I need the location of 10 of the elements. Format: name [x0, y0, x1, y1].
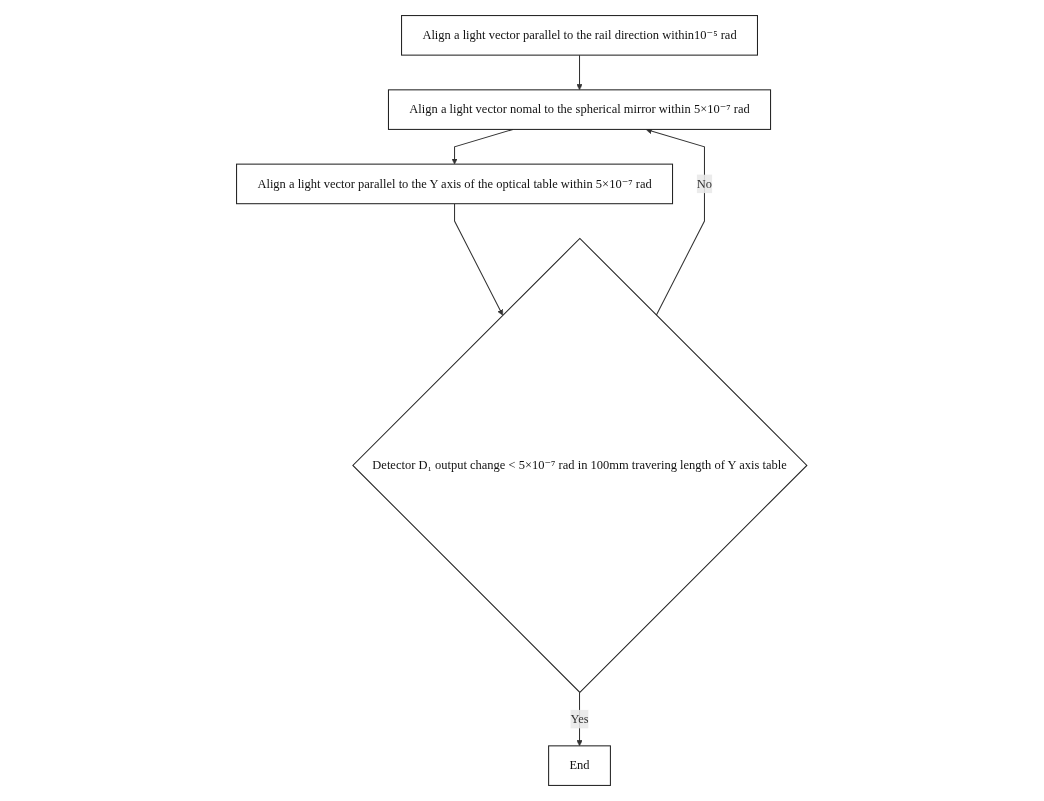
arrow	[646, 128, 706, 316]
edge-label: No	[697, 176, 713, 191]
node-box: Align a light vector parallel to the rail direction within10⁻⁵ rad	[401, 15, 759, 56]
node-box: End	[548, 745, 612, 786]
node-diamond: Detector D₁ output change < 5×10⁻⁷ rad in 100mm travering length of Y axis table	[352, 237, 808, 694]
edge-label: Yes	[570, 711, 589, 726]
arrow	[576, 54, 583, 91]
node-box: Align a light vector parallel to the Y axis of the optical table within 5×10⁻⁷ rad	[236, 163, 674, 205]
node-box: Align a light vector nomal to the spherical mirror within 5×10⁻⁷ rad	[388, 89, 772, 130]
arrow	[454, 203, 504, 316]
